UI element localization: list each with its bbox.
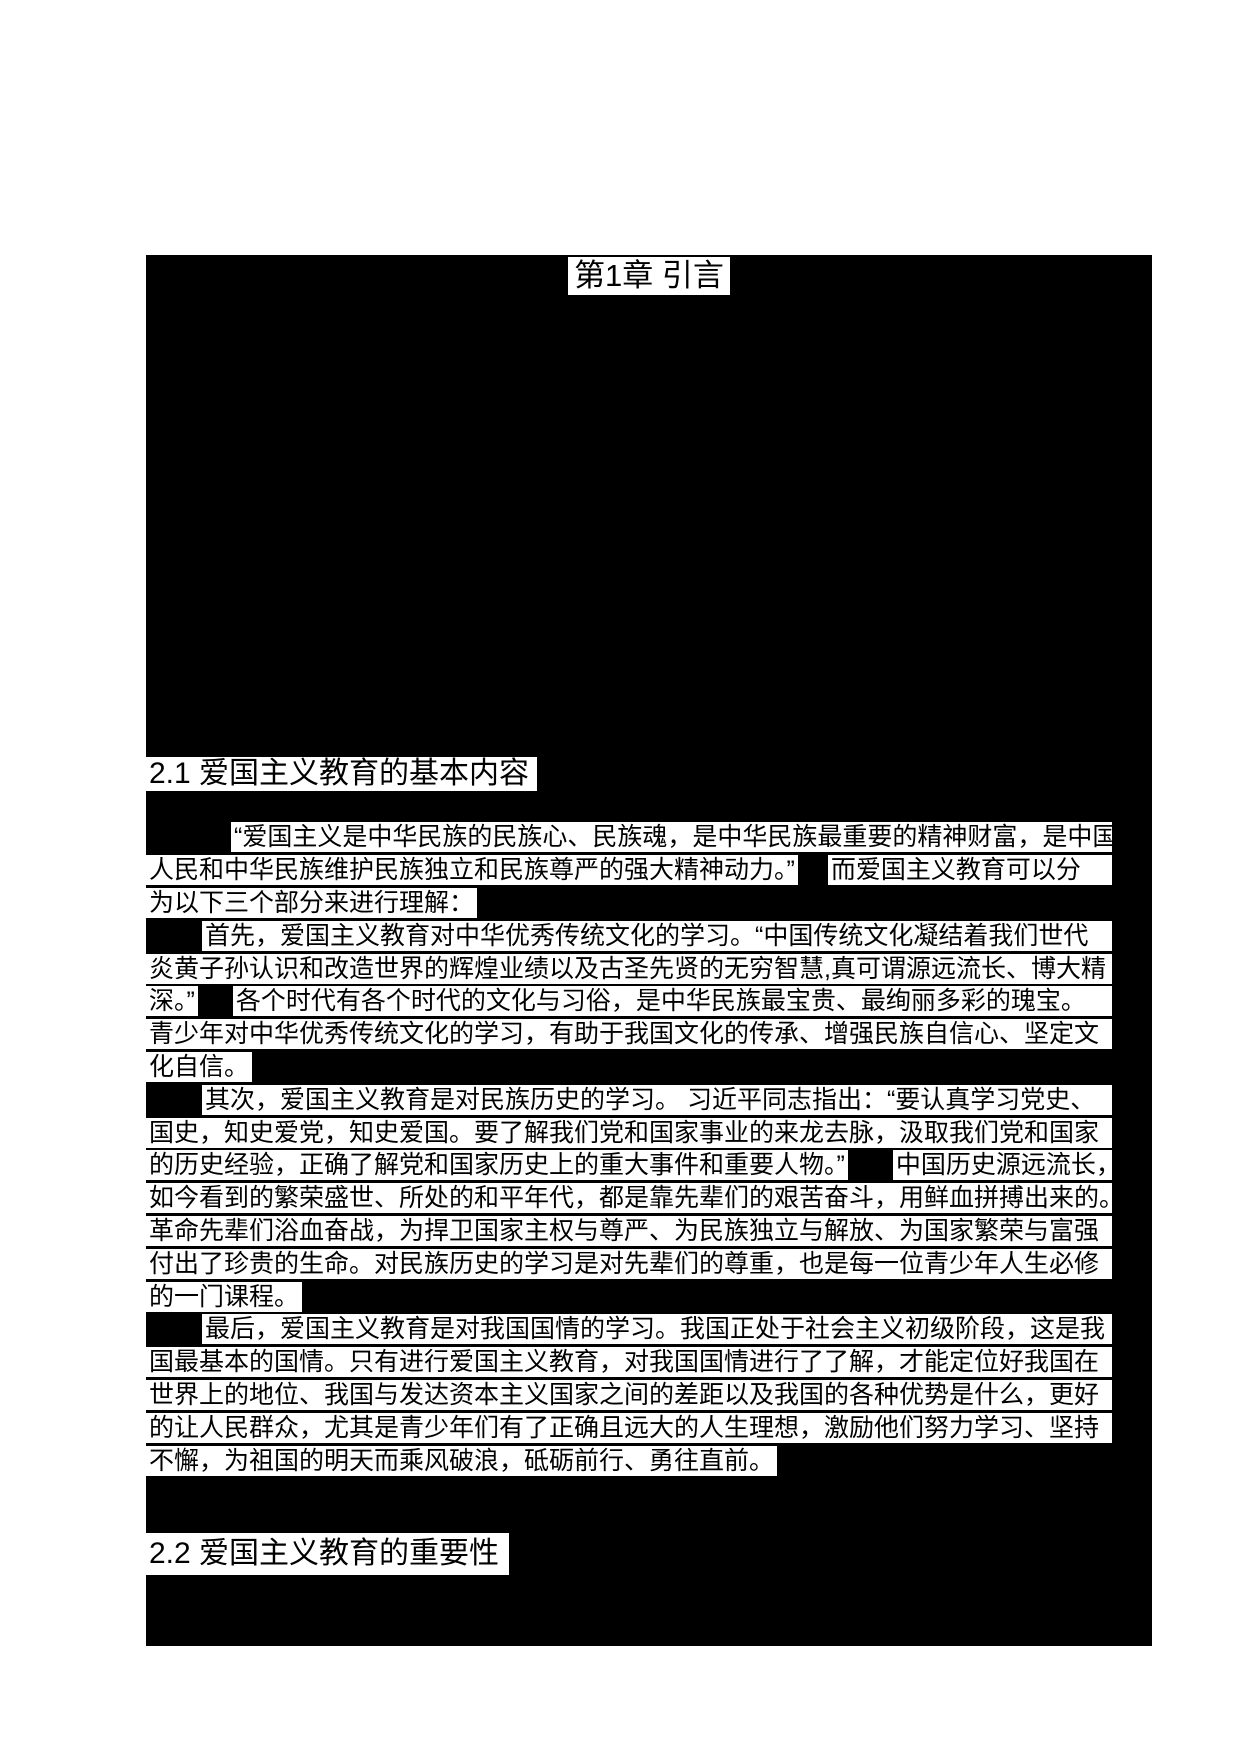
chapter-title: 第1章 引言 [568,257,730,295]
text-line: 深。” 各个时代有各个时代的文化与习俗，是中华民族最宝贵、最绚丽多彩的瑰宝。 [146,985,1112,1018]
highlighted-text: 最后，爱国主义教育是对我国国情的学习。我国正处于社会主义初级阶段，这是我 [202,1314,1112,1345]
text-line: 化自信。 [146,1051,1112,1084]
text-line: 国史，知史爱党，知史爱国。要了解我们党和国家事业的来龙去脉，汲取我们党和国家 [146,1116,1112,1149]
text-line: 其次，爱国主义教育是对民族历史的学习。 习近平同志指出：“要认真学习党史、 [146,1083,1112,1116]
text-line: 革命先辈们浴血奋战，为捍卫国家主权与尊严、为民族独立与解放、为国家繁荣与富强 [146,1215,1112,1248]
highlighted-text: 各个时代有各个时代的文化与习俗，是中华民族最宝贵、最绚丽多彩的瑰宝。 [232,986,1112,1017]
redacted-region: 第1章 引言 2.1 爱国主义教育的基本内容 “爱国主义是中华民族的民族心、民族… [146,255,1152,1646]
paragraph-indent [146,1083,202,1116]
highlighted-text: 的一门课程。 [146,1281,303,1312]
text-line: 最后，爱国主义教育是对我国国情的学习。我国正处于社会主义初级阶段，这是我 [146,1313,1112,1346]
highlighted-text: 深。” [146,986,198,1017]
highlighted-text: 如今看到的繁荣盛世、所处的和平年代，都是靠先辈们的艰苦奋斗，用鲜血拼搏出来的。 [146,1183,1112,1214]
highlighted-text: 付出了珍贵的生命。对民族历史的学习是对先辈们的尊重，也是每一位青少年人生必修 [146,1248,1112,1279]
section-heading-2-1: 2.1 爱国主义教育的基本内容 [146,757,538,791]
highlighted-text: 革命先辈们浴血奋战，为捍卫国家主权与尊严、为民族独立与解放、为国家繁荣与富强 [146,1215,1112,1246]
text-line: 不懈，为祖国的明天而乘风破浪，砥砺前行、勇往直前。 [146,1444,1112,1477]
highlighted-text: 化自信。 [146,1051,253,1082]
highlighted-text: 中国历史源远流长， [892,1150,1112,1181]
highlighted-text: 不懈，为祖国的明天而乘风破浪，砥砺前行、勇往直前。 [146,1445,778,1476]
text-line: 的让人民群众，尤其是青少年们有了正确且远大的人生理想，激励他们努力学习、坚持 [146,1411,1112,1444]
chapter-title-row: 第1章 引言 [146,255,1152,297]
highlighted-text: 世界上的地位、我国与发达资本主义国家之间的差距以及我国的各种优势是什么，更好 [146,1379,1112,1410]
highlighted-text: 首先，爱国主义教育对中华优秀传统文化的学习。“中国传统文化凝结着我们世代 [202,920,1112,951]
text-line: 的历史经验，正确了解党和国家历史上的重大事件和重要人物。” 中国历史源远流长， [146,1149,1112,1182]
text-line: 如今看到的繁荣盛世、所处的和平年代，都是靠先辈们的艰苦奋斗，用鲜血拼搏出来的。 [146,1182,1112,1215]
text-line: 的一门课程。 [146,1280,1112,1313]
highlighted-text: 为以下三个部分来进行理解： [146,887,478,918]
text-line: 国最基本的国情。只有进行爱国主义教育，对我国国情进行了了解，才能定位好我国在 [146,1346,1112,1379]
paragraph-indent [146,919,202,952]
section-heading-2-2: 2.2 爱国主义教育的重要性 [146,1533,510,1575]
section-heading-band-2-1: 2.1 爱国主义教育的基本内容 [146,757,538,791]
highlighted-text: 人民和中华民族维护民族独立和民族尊严的强大精神动力。” [146,855,798,886]
highlighted-text: “爱国主义是中华民族的民族心、民族魂，是中华民族最重要的精神财富，是中国 [231,822,1112,853]
text-line: 为以下三个部分来进行理解： [146,887,1112,920]
paragraph-indent [146,821,231,854]
redacted-citation [848,1149,893,1182]
text-line: 世界上的地位、我国与发达资本主义国家之间的差距以及我国的各种优势是什么，更好 [146,1379,1112,1412]
text-line: 炎黄子孙认识和改造世界的辉煌业绩以及古圣先贤的无穷智慧,真可谓源远流长、博大精 [146,952,1112,985]
highlighted-text: 其次，爱国主义教育是对民族历史的学习。 习近平同志指出：“要认真学习党史、 [202,1084,1112,1115]
text-line: 人民和中华民族维护民族独立和民族尊严的强大精神动力。” 而爱国主义教育可以分 [146,854,1112,887]
redacted-citation [198,985,233,1018]
highlighted-text: 炎黄子孙认识和改造世界的辉煌业绩以及古圣先贤的无穷智慧,真可谓源远流长、博大精 [146,953,1112,984]
section-heading-band-2-2: 2.2 爱国主义教育的重要性 [146,1533,510,1575]
highlighted-text: 国最基本的国情。只有进行爱国主义教育，对我国国情进行了了解，才能定位好我国在 [146,1347,1112,1378]
redacted-citation [798,854,828,887]
body-text-block: “爱国主义是中华民族的民族心、民族魂，是中华民族最重要的精神财富，是中国 人民和… [146,821,1112,1477]
highlighted-text: 青少年对中华优秀传统文化的学习，有助于我国文化的传承、增强民族自信心、坚定文 [146,1019,1112,1050]
text-line: 首先，爱国主义教育对中华优秀传统文化的学习。“中国传统文化凝结着我们世代 [146,919,1112,952]
paragraph-indent [146,1313,202,1346]
text-line: 青少年对中华优秀传统文化的学习，有助于我国文化的传承、增强民族自信心、坚定文 [146,1018,1112,1051]
highlighted-text: 的让人民群众，尤其是青少年们有了正确且远大的人生理想，激励他们努力学习、坚持 [146,1412,1112,1443]
highlighted-text: 而爱国主义教育可以分 [827,855,1112,886]
highlighted-text: 国史，知史爱党，知史爱国。要了解我们党和国家事业的来龙去脉，汲取我们党和国家 [146,1117,1112,1148]
highlighted-text: 的历史经验，正确了解党和国家历史上的重大事件和重要人物。” [146,1150,848,1181]
text-line: “爱国主义是中华民族的民族心、民族魂，是中华民族最重要的精神财富，是中国 [146,821,1112,854]
text-line: 付出了珍贵的生命。对民族历史的学习是对先辈们的尊重，也是每一位青少年人生必修 [146,1247,1112,1280]
